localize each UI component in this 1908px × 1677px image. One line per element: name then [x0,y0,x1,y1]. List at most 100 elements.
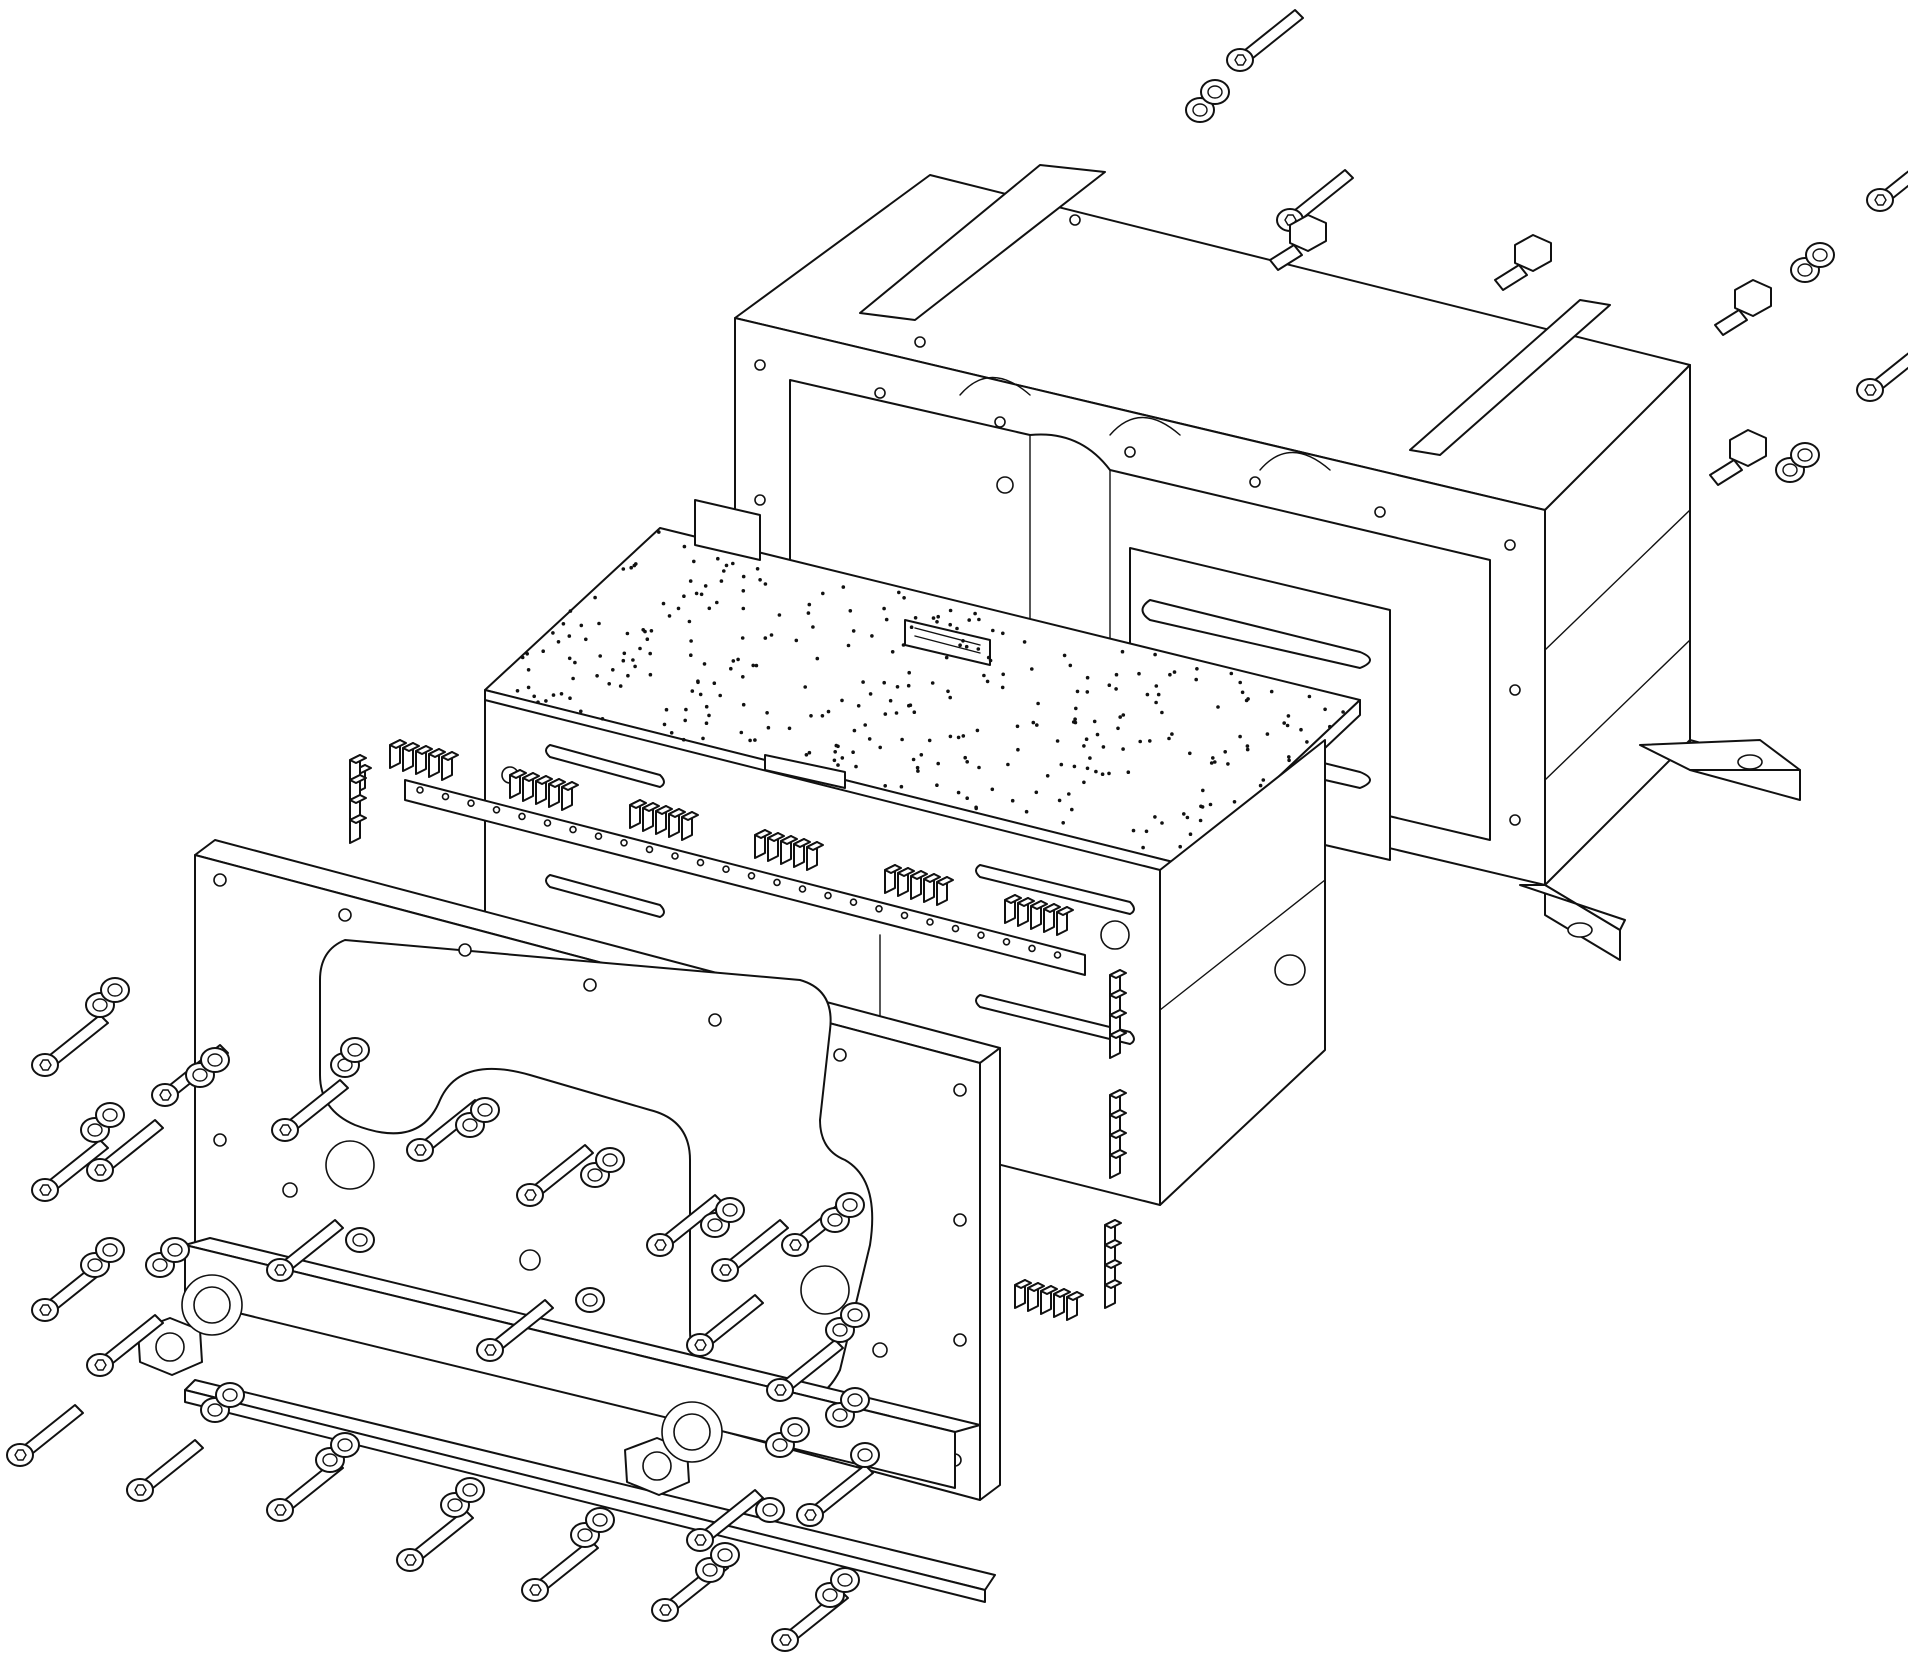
pcb-via [648,672,653,677]
pcb-via [736,657,740,662]
pcb-via [682,594,686,598]
pcb-via [1120,649,1125,654]
washer [340,1037,370,1063]
screw [266,1219,344,1282]
pcb-via [915,765,920,770]
washer [840,1387,870,1413]
pcb-via [754,663,759,668]
pcb-via [851,629,856,633]
pcb-via [1154,684,1159,688]
pcb-via [852,728,857,733]
pcb-via [919,753,924,757]
pcb-via [1062,653,1067,658]
pcb-via [1213,760,1217,764]
pcb-via [1095,732,1100,737]
pcb-via [840,698,844,703]
strip-hole [696,858,705,867]
pcb-via [1015,724,1020,729]
strip-hole [773,878,781,887]
strip-hole [926,918,934,926]
pcb-via [936,614,940,619]
pcb-via [836,744,840,749]
pcb-via [567,634,572,638]
pcb-via [965,760,969,764]
pcb-via [1328,724,1332,729]
strip-hole [543,819,552,827]
strip-hole [416,786,424,794]
pcb-via [1287,755,1291,759]
pcb-via [567,656,572,661]
pcb-via [1240,690,1245,695]
pcb-via [631,658,635,662]
terminal-block [1104,1279,1122,1309]
strip-hole [1053,951,1062,959]
pcb-via [902,596,906,600]
pcb-via [854,764,858,769]
pcb-via [1216,705,1220,709]
pcb-via [1001,672,1005,677]
pcb-via [1323,707,1327,712]
screw [766,1339,844,1402]
pcb-via [684,707,688,712]
pcb-via [986,655,991,660]
pcb-via [716,556,720,561]
pcb-via [963,755,967,760]
screws [6,9,1908,1652]
pcb-via [840,756,845,760]
strip-hole [1002,937,1011,946]
pcb-via [1141,845,1145,850]
screw [396,1509,474,1572]
pcb-via [897,590,901,595]
pcb-via [597,621,601,626]
pcb-via-pattern [515,530,1345,861]
pcb-via [1148,739,1152,743]
pcb-via [1282,721,1286,725]
pcb-via [1185,815,1190,820]
pcb-via [515,689,520,693]
pcb-via [1305,740,1309,744]
pcb-via [638,646,642,651]
pcb-via [883,712,888,716]
pcb-via [973,611,977,616]
pcb-via [618,684,623,688]
pcb-via [976,647,981,651]
pcb-via [1084,737,1089,741]
pcb-via [841,585,846,589]
pcb-via [1114,672,1119,677]
pcb-via [526,685,531,690]
pcb-via [561,622,566,626]
pcb-via [763,582,768,586]
pcb-via [948,622,952,627]
pcb-via [977,765,981,770]
washer [215,1382,245,1408]
pcb-via [820,714,825,718]
terminal-block [884,864,954,906]
pcb-via [1071,720,1076,724]
strip-hole [492,805,501,814]
screw [476,1299,554,1362]
pcb-via [532,694,536,699]
pcb-via [851,750,855,754]
pcb-via [1168,672,1172,677]
pcb-via [641,628,645,632]
pcb-via [911,757,916,762]
pcb-via [1188,751,1192,756]
screw [31,1014,109,1077]
pcb-via [846,643,851,648]
pcb-via [811,625,815,629]
pcb-via [787,726,792,731]
pcb-via [1055,739,1060,743]
pcb-via [1154,700,1158,705]
strip-hole [900,911,909,920]
pcb-via [1092,719,1097,724]
pcb-via [1137,671,1141,676]
pcb-via [763,636,768,640]
terminal-block [754,829,824,871]
pcb-via [1030,667,1034,671]
washer [1200,79,1230,105]
pcb-via [1107,683,1112,687]
pcb-via [832,758,837,763]
pcb-via [1085,675,1090,680]
pcb-via [895,685,900,689]
pcb-via [807,602,812,607]
